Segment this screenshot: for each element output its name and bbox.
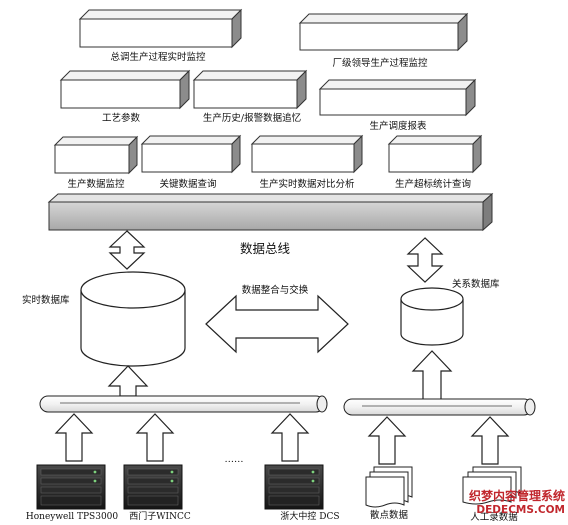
box-keyquery <box>140 134 242 174</box>
watermark-line2: DEDECMS.COM <box>476 504 565 516</box>
watermark: 织梦内容管理系统 DEDECMS.COM <box>469 488 565 516</box>
right-pipe-up-arrow <box>411 350 453 401</box>
right-pipe <box>343 398 536 416</box>
box-keyquery-label: 关键数据查询 <box>159 178 216 190</box>
scattered-up-arrow <box>367 416 407 465</box>
box-overlimit <box>387 134 483 174</box>
relational-database-cylinder <box>400 287 464 346</box>
bus-realtime-double-arrow <box>108 230 146 270</box>
honeywell-up-arrow <box>54 413 94 462</box>
manual-up-arrow <box>470 416 510 465</box>
honeywell-server-icon <box>36 464 106 510</box>
box-history-label: 生产历史/报警数据追忆 <box>203 112 301 124</box>
zheda-server-icon <box>264 464 324 510</box>
box-report-label: 生产调度报表 <box>369 120 427 132</box>
box-dispatch <box>78 8 243 49</box>
honeywell-label: Honeywell TPS3000 <box>26 512 119 522</box>
realtime-database-label: 实时数据库 <box>22 294 70 306</box>
watermark-line1: 织梦内容管理系统 <box>469 488 565 503</box>
box-factory-label: 厂级领导生产过程监控 <box>332 57 428 69</box>
box-process-label: 工艺参数 <box>102 112 141 124</box>
bus-relational-double-arrow <box>406 237 444 283</box>
siemens-server-icon <box>123 464 183 510</box>
siemens-label: 西门子WINCC <box>129 510 191 522</box>
data-bus <box>47 192 494 232</box>
box-factory <box>298 12 469 52</box>
siemens-up-arrow <box>135 413 175 462</box>
data-bus-label: 数据总线 <box>240 241 291 256</box>
ellipsis-text: …… <box>225 454 244 465</box>
manual-documents-icon <box>462 466 522 505</box>
scattered-documents-icon <box>365 466 413 508</box>
box-dispatch-label: 总调生产过程实时监控 <box>110 51 206 63</box>
exchange-double-arrow <box>205 294 349 354</box>
zheda-up-arrow <box>270 413 310 462</box>
relational-database-label: 关系数据库 <box>452 278 500 290</box>
box-report <box>318 78 477 117</box>
realtime-database-cylinder <box>80 271 186 367</box>
left-pipe <box>39 395 328 413</box>
box-history <box>192 69 308 110</box>
box-monitor <box>53 135 139 175</box>
box-compare <box>250 134 364 174</box>
box-monitor-label: 生产数据监控 <box>67 178 125 190</box>
box-overlimit-label: 生产超标统计查询 <box>395 178 471 190</box>
exchange-label: 数据整合与交换 <box>242 284 309 296</box>
box-compare-label: 生产实时数据对比分析 <box>259 178 355 190</box>
left-pipe-up-arrow <box>107 365 149 397</box>
box-process <box>59 69 191 110</box>
zheda-label: 浙大中控 DCS <box>280 510 339 522</box>
scattered-label: 散点数据 <box>370 509 409 521</box>
manual-label: 人工录数据 <box>470 511 518 523</box>
